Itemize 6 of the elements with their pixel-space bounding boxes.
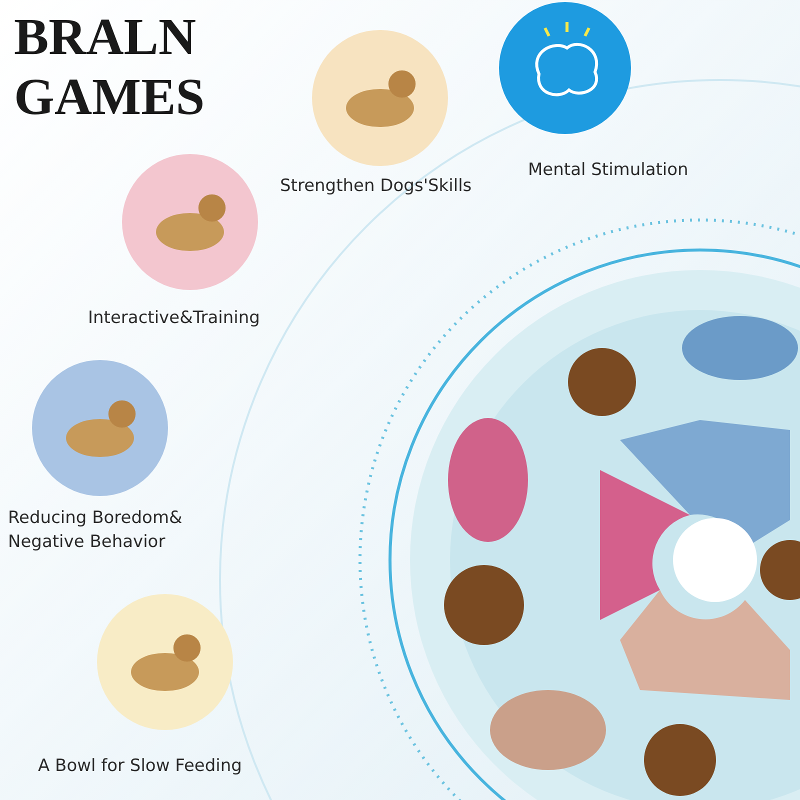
node-label: Mental Stimulation [528, 160, 688, 180]
node-label: Reducing Boredom& Negative Behavior [8, 507, 184, 554]
node-label: Interactive&Training [88, 308, 260, 328]
node-label: Strengthen Dogs'Skills [280, 176, 472, 196]
node-label: A Bowl for Slow Feeding [38, 756, 242, 776]
title: BRALN GAMES [14, 8, 206, 128]
